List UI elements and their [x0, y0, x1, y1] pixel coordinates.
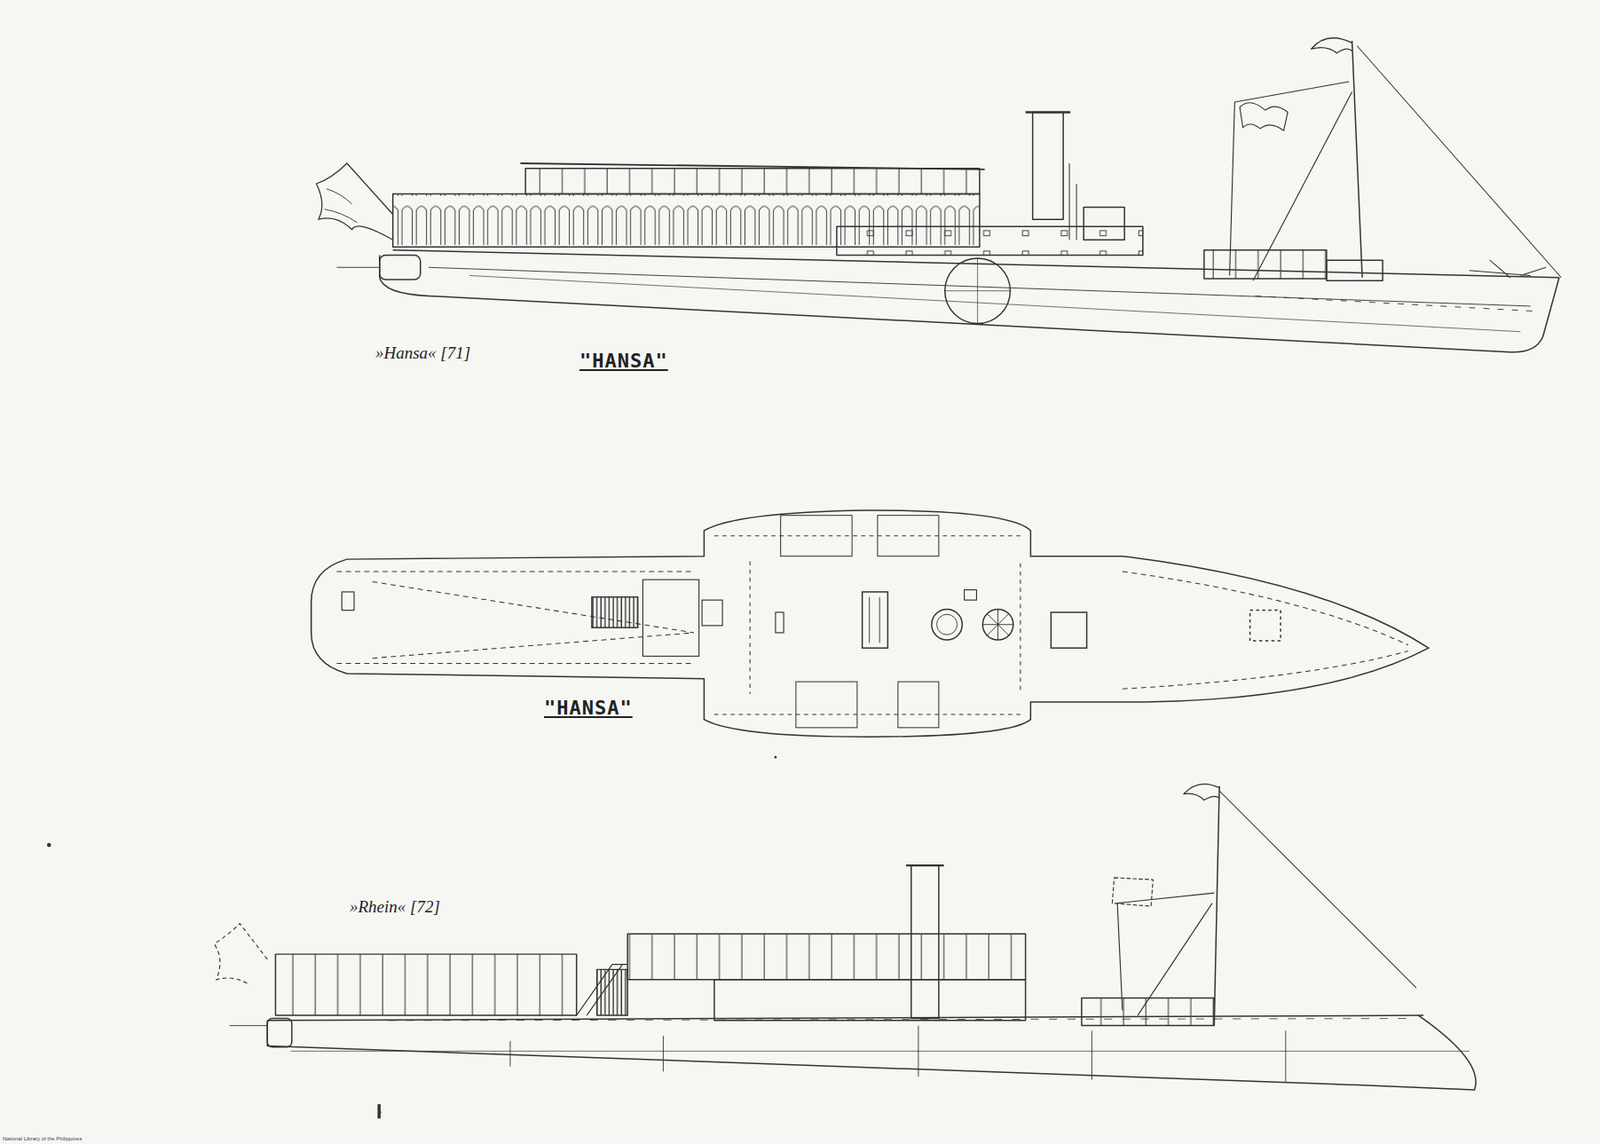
- hansa-plan-line: [1122, 571, 1409, 689]
- rhein-profile-line: [906, 864, 945, 867]
- rhein-profile-line: [911, 865, 939, 1018]
- rhein-profile-line: [510, 1025, 1286, 1082]
- hansa-profile-line: [1083, 206, 1125, 240]
- hansa-profile-line: [379, 254, 1560, 352]
- hansa-plan-line: [898, 681, 939, 728]
- scan-specks: [47, 756, 777, 1119]
- hansa-profile-line: [1025, 110, 1072, 113]
- hansa-profile-line: [336, 267, 379, 268]
- hansa-profile-line: [525, 168, 980, 195]
- hansa-plan: [311, 510, 1429, 737]
- rhein-profile-line: [1081, 998, 1214, 1026]
- hansa-profile-line: [1069, 163, 1077, 240]
- hansa-plan-line: [796, 681, 858, 728]
- rhein-profile-line: [387, 1018, 1409, 1021]
- figure-caption: »Hansa« [71]: [375, 343, 471, 364]
- ship-name: "HANSA": [543, 696, 633, 720]
- hansa-plan-line: [982, 608, 1013, 639]
- rhein-profile-line: [291, 1050, 1470, 1052]
- rhein-profile-line: [1117, 892, 1214, 1016]
- rhein-profile-line: [1183, 783, 1220, 800]
- hansa-plan-line: [862, 591, 889, 648]
- hansa-profile-line: [1032, 111, 1064, 220]
- archive-note: National Library of the Philippines: [2, 1135, 82, 1143]
- hansa-plan-line: [780, 515, 852, 557]
- hansa-plan-line: [877, 515, 939, 557]
- figure-caption: »Rhein« [72]: [349, 897, 441, 918]
- ship-name: "HANSA": [579, 349, 669, 373]
- hansa-profile-line: [1204, 250, 1327, 279]
- rhein-profile-line: [627, 933, 1025, 980]
- hansa-plan-line: [964, 590, 978, 600]
- hansa-profile: [315, 38, 1561, 353]
- hansa-profile-line: [1254, 295, 1536, 311]
- rhein-profile-line: [267, 1018, 292, 1048]
- hansa-plan-line: [982, 608, 1013, 639]
- rhein-profile-line: [1213, 785, 1220, 1020]
- hansa-plan-line: [341, 591, 355, 611]
- hansa-profile-line: [315, 163, 393, 240]
- hansa-plan-line: [591, 597, 639, 628]
- rhein-profile: [213, 783, 1476, 1090]
- rhein-profile-line: [213, 923, 268, 986]
- hansa-profile-line: [1229, 81, 1353, 281]
- rhein-profile-line: [1219, 790, 1417, 988]
- hansa-profile-line: [836, 226, 1143, 255]
- hansa-plan-line: [642, 579, 699, 656]
- hansa-profile-line: [1326, 260, 1383, 281]
- rhein-profile-line: [275, 953, 576, 1016]
- hansa-profile-line: [945, 258, 1011, 324]
- scan-specks-line: [774, 756, 778, 759]
- hansa-profile-line: [428, 267, 1531, 307]
- hansa-profile-line: [1469, 260, 1546, 278]
- hansa-profile-line: [379, 254, 421, 280]
- hansa-plan-line: [1050, 612, 1087, 648]
- hansa-plan-line: [931, 608, 962, 639]
- hansa-plan-line: [311, 510, 1429, 737]
- rhein-profile-line: [576, 964, 628, 1016]
- hansa-plan-line: [336, 571, 694, 663]
- rhein-profile-line: [267, 1015, 1476, 1090]
- hansa-plan-line: [869, 597, 880, 644]
- scan-specks-line: [47, 843, 52, 848]
- rhein-profile-line: [267, 1015, 1424, 1021]
- hansa-plan-line: [937, 614, 958, 635]
- rhein-profile-line: [229, 1024, 268, 1026]
- scan-specks-line: [377, 1103, 380, 1119]
- rhein-profile-line: [1111, 877, 1153, 907]
- hansa-plan-line: [701, 599, 723, 626]
- hansa-profile-line: [945, 258, 1011, 324]
- hansa-profile-line: [324, 189, 358, 223]
- hansa-profile-line: [1239, 102, 1288, 131]
- rhein-profile-line: [714, 979, 1026, 1021]
- hansa-profile-line: [469, 275, 1521, 332]
- hansa-profile-line: [1356, 46, 1561, 278]
- hansa-plan-line: [1250, 610, 1281, 641]
- hansa-profile-line: [1352, 40, 1363, 278]
- hansa-plan-line: [775, 612, 784, 633]
- hansa-profile-line: [520, 163, 985, 170]
- rhein-profile-line: [597, 969, 628, 1016]
- hansa-plan-line: [714, 535, 1021, 715]
- hansa-profile-line: [1311, 38, 1353, 54]
